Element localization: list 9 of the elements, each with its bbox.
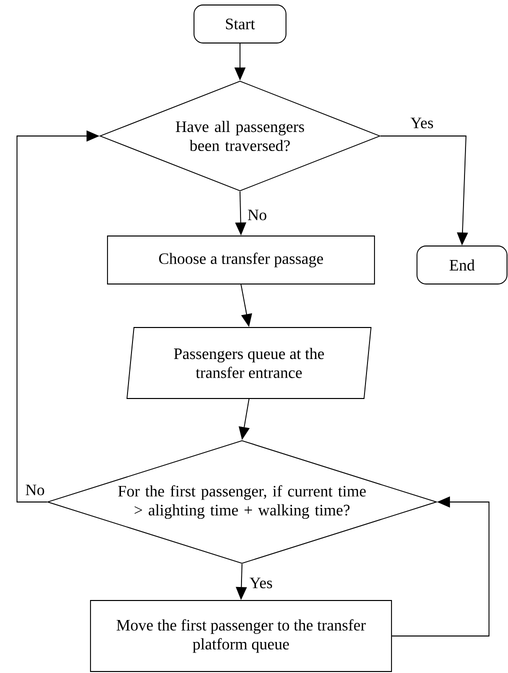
end-terminal: End [416,246,508,284]
edge-label: No [246,208,268,222]
edge-label: Yes [248,576,274,590]
process-box: Move the first passenger to the transfer platform queue [90,600,392,672]
input-parallelogram: Passengers queue at the transfer entrance [126,327,372,399]
edge-label: No [24,484,46,496]
start-terminal: Start [194,4,286,44]
edge-label: Yes [409,116,435,130]
process-box: Choose a transfer passage [107,236,375,284]
